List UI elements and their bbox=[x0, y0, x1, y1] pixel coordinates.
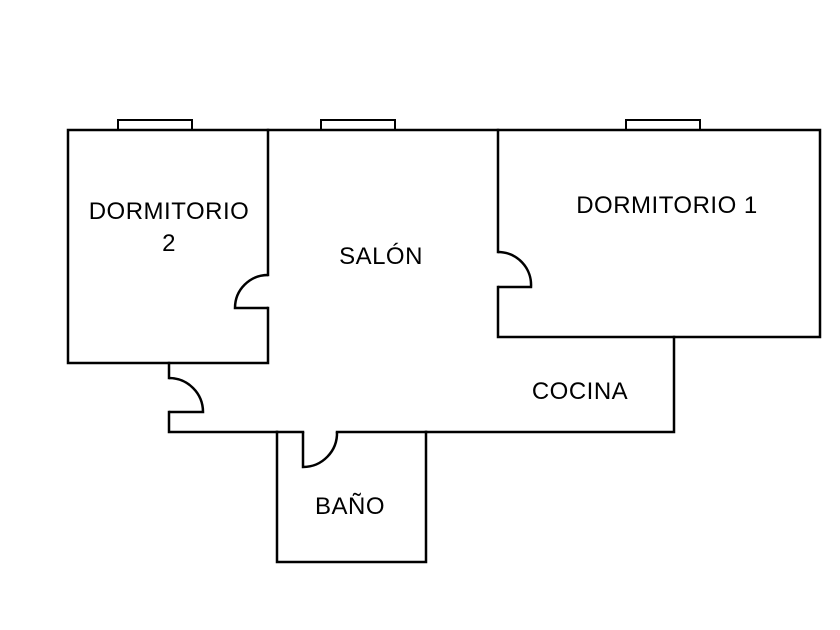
wall-bano bbox=[275, 430, 428, 564]
door-dormitorio-1 bbox=[497, 250, 533, 289]
door-entrance bbox=[168, 376, 205, 414]
wall-dormitorio-2 bbox=[66, 128, 270, 365]
label-dormitorio-1: DORMITORIO 1 bbox=[576, 192, 758, 219]
window-dormitorio-1 bbox=[625, 119, 701, 131]
label-cocina: COCINA bbox=[532, 378, 628, 405]
wall-top bbox=[266, 128, 822, 339]
label-dormitorio-2-line1: DORMITORIO bbox=[89, 198, 250, 225]
door-bano bbox=[301, 431, 339, 469]
window-dormitorio-2 bbox=[117, 119, 193, 131]
door-dormitorio-2 bbox=[233, 273, 269, 310]
window-salon bbox=[320, 119, 396, 131]
label-bano: BAÑO bbox=[315, 493, 385, 520]
wall-cocina bbox=[424, 335, 676, 434]
label-dormitorio-2-line2: 2 bbox=[162, 230, 176, 257]
wall-bottom-left bbox=[167, 410, 279, 434]
label-salon: SALÓN bbox=[339, 243, 423, 270]
